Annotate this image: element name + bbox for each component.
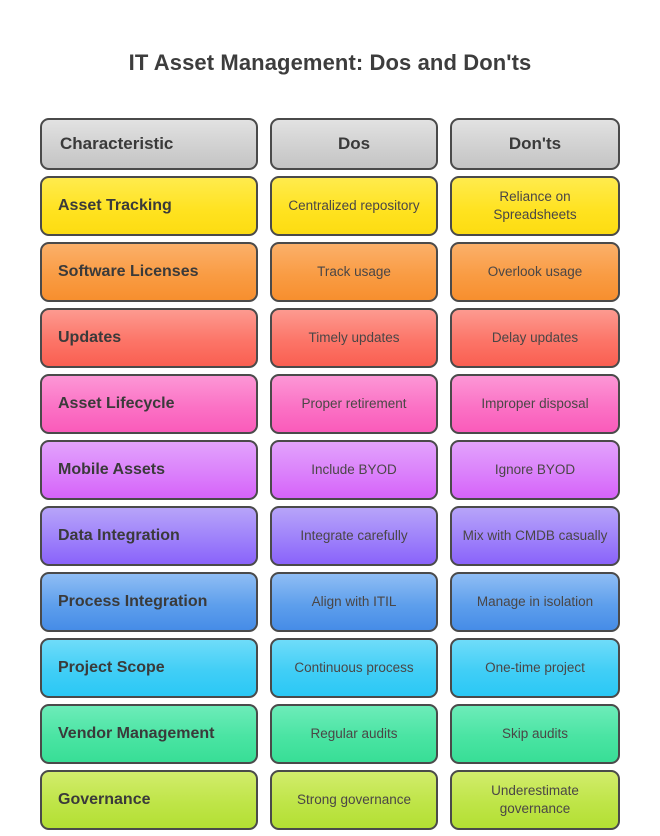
table-row: Asset Tracking Centralized repository Re… (40, 176, 620, 236)
cell-text-dos: Timely updates (308, 329, 400, 345)
cell-characteristic: Governance (40, 770, 258, 830)
table-row: Process Integration Align with ITIL Mana… (40, 572, 620, 632)
cell-text-dos: Align with ITIL (311, 593, 397, 609)
cell-text-donts: Reliance on Spreadsheets (493, 188, 577, 222)
table-header-row: Characteristic Dos Don'ts (40, 118, 620, 170)
cell-dos: Track usage (270, 242, 438, 302)
cell-text-dos: Proper retirement (301, 395, 407, 411)
cell-text-characteristic: Asset Lifecycle (58, 394, 175, 412)
cell-text-characteristic: Asset Tracking (58, 196, 172, 214)
table-row: Data Integration Integrate carefully Mix… (40, 506, 620, 566)
header-label-dos: Dos (337, 134, 371, 153)
cell-dos: Strong governance (270, 770, 438, 830)
cell-dos: Timely updates (270, 308, 438, 368)
cell-characteristic: Vendor Management (40, 704, 258, 764)
table-row: Mobile Assets Include BYOD Ignore BYOD (40, 440, 620, 500)
cell-text-dos: Centralized repository (288, 197, 420, 213)
cell-donts: Improper disposal (450, 374, 620, 434)
cell-text-dos: Integrate carefully (300, 527, 408, 543)
header-cell-donts: Don'ts (450, 118, 620, 170)
cell-text-donts: Skip audits (501, 725, 569, 741)
table-row: Governance Strong governance Underestima… (40, 770, 620, 830)
cell-dos: Align with ITIL (270, 572, 438, 632)
cell-donts: Reliance on Spreadsheets (450, 176, 620, 236)
cell-text-donts: Underestimate governance (491, 782, 579, 816)
cell-donts: Ignore BYOD (450, 440, 620, 500)
cell-donts: Mix with CMDB casually (450, 506, 620, 566)
cell-dos: Include BYOD (270, 440, 438, 500)
table-row: Project Scope Continuous process One-tim… (40, 638, 620, 698)
cell-text-dos: Include BYOD (311, 461, 397, 477)
cell-dos: Regular audits (270, 704, 438, 764)
cell-text-characteristic: Vendor Management (58, 724, 215, 742)
cell-dos: Proper retirement (270, 374, 438, 434)
cell-text-dos: Strong governance (296, 791, 412, 807)
cell-text-characteristic: Project Scope (58, 658, 165, 676)
header-cell-characteristic: Characteristic (40, 118, 258, 170)
cell-text-donts: One-time project (485, 659, 585, 675)
cell-text-characteristic: Governance (58, 790, 151, 808)
cell-dos: Integrate carefully (270, 506, 438, 566)
cell-donts: Skip audits (450, 704, 620, 764)
cell-text-dos: Track usage (317, 263, 391, 279)
cell-characteristic: Project Scope (40, 638, 258, 698)
cell-dos: Centralized repository (270, 176, 438, 236)
header-cell-dos: Dos (270, 118, 438, 170)
cell-characteristic: Software Licenses (40, 242, 258, 302)
cell-text-donts: Improper disposal (481, 395, 589, 411)
table-row: Updates Timely updates Delay updates (40, 308, 620, 368)
cell-text-characteristic: Updates (58, 328, 122, 346)
cell-text-characteristic: Data Integration (58, 526, 180, 544)
cell-text-donts: Overlook usage (487, 263, 583, 279)
cell-donts: Manage in isolation (450, 572, 620, 632)
cell-characteristic: Mobile Assets (40, 440, 258, 500)
cell-characteristic: Asset Lifecycle (40, 374, 258, 434)
cell-text-dos: Regular audits (310, 725, 398, 741)
table-row: Vendor Management Regular audits Skip au… (40, 704, 620, 764)
cell-donts: Underestimate governance (450, 770, 620, 830)
cell-characteristic: Updates (40, 308, 258, 368)
cell-text-donts: Ignore BYOD (494, 461, 576, 477)
cell-dos: Continuous process (270, 638, 438, 698)
cell-text-donts: Delay updates (491, 329, 579, 345)
cell-donts: Overlook usage (450, 242, 620, 302)
cell-characteristic: Data Integration (40, 506, 258, 566)
cell-characteristic: Process Integration (40, 572, 258, 632)
header-label-donts: Don'ts (508, 134, 562, 153)
table-row: Software Licenses Track usage Overlook u… (40, 242, 620, 302)
cell-text-characteristic: Process Integration (58, 592, 208, 610)
cell-text-donts: Mix with CMDB casually (462, 527, 608, 543)
cell-donts: Delay updates (450, 308, 620, 368)
header-label-characteristic: Characteristic (60, 134, 174, 153)
cell-text-dos: Continuous process (294, 659, 414, 675)
dos-donts-table: Characteristic Dos Don'ts Asset Tracking… (40, 118, 620, 836)
cell-text-characteristic: Software Licenses (58, 262, 199, 280)
cell-donts: One-time project (450, 638, 620, 698)
cell-text-donts: Manage in isolation (476, 593, 594, 609)
page-title: IT Asset Management: Dos and Don'ts (128, 50, 532, 75)
table-row: Asset Lifecycle Proper retirement Improp… (40, 374, 620, 434)
cell-characteristic: Asset Tracking (40, 176, 258, 236)
cell-text-characteristic: Mobile Assets (58, 460, 165, 478)
